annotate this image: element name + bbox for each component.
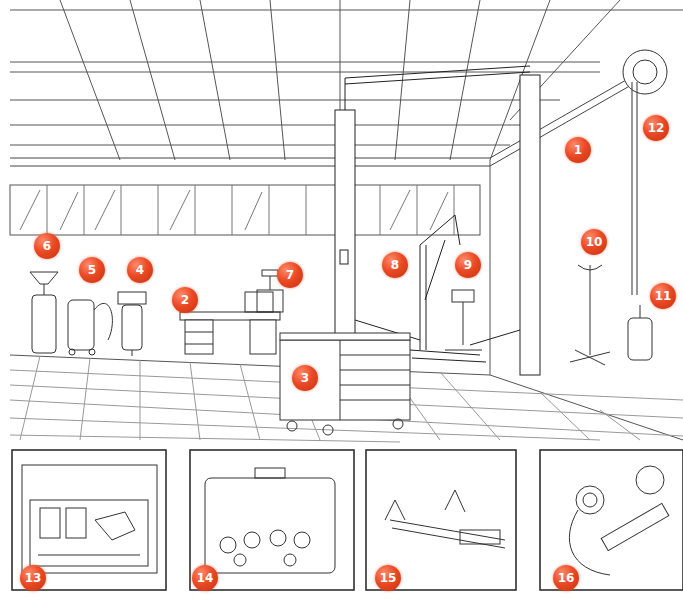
callout-number: 9: [455, 252, 481, 278]
callout-number: 7: [277, 262, 303, 288]
callout-number: 6: [34, 233, 60, 259]
grease-pump: [628, 305, 652, 360]
engine-crane: [410, 215, 486, 362]
panel-13-case: [22, 465, 157, 573]
tool-trolley: [280, 333, 410, 435]
callout-number: 5: [79, 257, 105, 283]
callout-number: 3: [292, 365, 318, 391]
callout-number: 15: [375, 565, 401, 591]
callout-number: 4: [127, 257, 153, 283]
callout-number: 16: [553, 565, 579, 591]
accessory-panels: [12, 450, 683, 590]
callout-number: 11: [650, 283, 676, 309]
callout-number: 12: [643, 115, 669, 141]
callout-number: 13: [20, 565, 46, 591]
callout-number: 1: [565, 137, 591, 163]
panel-16-tester: [569, 466, 668, 575]
oil-equipment: [30, 272, 146, 356]
hose-reel: [623, 50, 667, 295]
panel-14-case: [205, 468, 335, 573]
callout-number: 8: [382, 252, 408, 278]
callout-number: 10: [581, 229, 607, 255]
air-pipe: [10, 72, 640, 166]
callout-number: 14: [192, 565, 218, 591]
gearbox-jack: [445, 290, 482, 350]
axle-stand: [570, 265, 610, 365]
panel-15-tool: [385, 490, 505, 548]
callout-number: 2: [172, 287, 198, 313]
